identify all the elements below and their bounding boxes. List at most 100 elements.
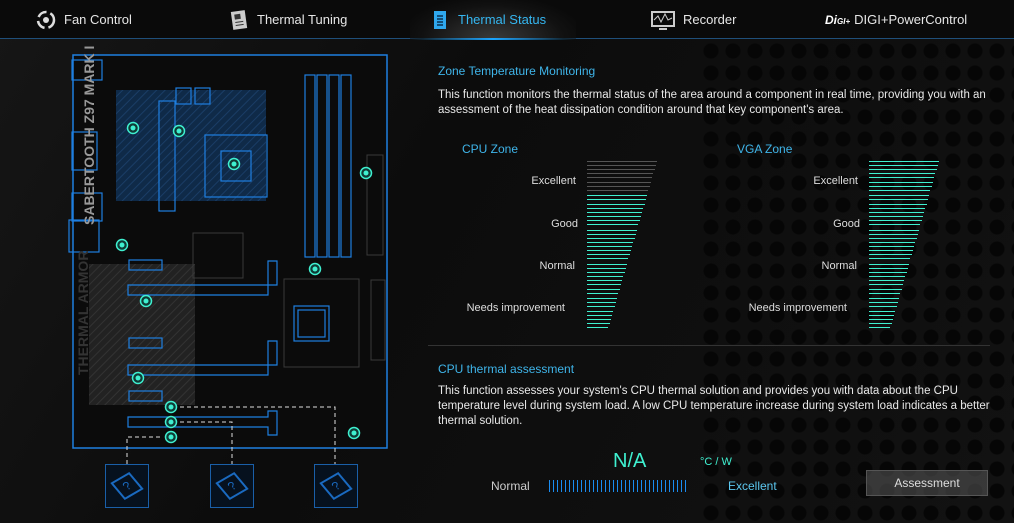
meter-segment	[587, 276, 624, 278]
meter-segment	[869, 318, 893, 320]
perforated-background	[700, 40, 1014, 523]
unknown-drive-icon: ?	[215, 471, 249, 501]
zone-title: Zone Temperature Monitoring	[438, 64, 596, 78]
meter-segment	[587, 207, 644, 209]
unknown-drive-icon: ?	[319, 471, 353, 501]
meter-segment	[869, 177, 934, 179]
meter-segment	[869, 237, 917, 239]
meter-segment	[869, 241, 916, 243]
vga-level-normal: Normal	[821, 260, 857, 272]
sensor-points	[115, 121, 373, 444]
meter-segment	[587, 268, 626, 269]
meter-segment	[869, 298, 899, 300]
assessment-description: This function assesses your system's CPU…	[438, 385, 990, 427]
meter-segment	[587, 189, 649, 191]
meter-segment	[869, 161, 939, 162]
armor-label: THERMAL ARMOR	[75, 251, 91, 375]
meter-segment	[587, 288, 620, 290]
meter-segment	[587, 199, 646, 201]
drive-slot-2[interactable]: ?	[210, 464, 254, 508]
meter-segment	[869, 195, 929, 197]
meter-segment	[587, 292, 619, 294]
meter-segment	[587, 181, 651, 183]
drive-slot-1[interactable]: ?	[105, 464, 149, 508]
vga-level-good: Good	[833, 218, 860, 230]
meter-segment	[869, 292, 901, 294]
fan-icon	[36, 10, 56, 29]
tab-digi-power-control[interactable]: DiGI+ DIGI+PowerControl	[825, 0, 967, 39]
meter-segment	[587, 322, 610, 324]
tab-thermal-status[interactable]: Thermal Status	[410, 0, 576, 40]
meter-segment	[587, 185, 650, 187]
meter-segment	[587, 203, 645, 205]
meter-segment	[587, 280, 622, 282]
meter-segment	[587, 215, 641, 217]
meter-segment	[587, 318, 611, 320]
meter-segment	[869, 207, 926, 209]
meter-segment	[869, 173, 936, 175]
meter-segment	[869, 276, 906, 278]
meter-segment	[869, 302, 898, 304]
meter-segment	[587, 306, 615, 308]
meter-segment	[869, 224, 921, 225]
tab-recorder[interactable]: Recorder	[651, 0, 736, 39]
cpu-level-needs-improvement: Needs improvement	[466, 302, 565, 314]
drive-slot-3[interactable]: ?	[314, 464, 358, 508]
meter-segment	[587, 284, 621, 286]
vga-level-excellent: Excellent	[813, 175, 858, 187]
meter-segment	[869, 199, 928, 201]
meter-segment	[587, 263, 627, 265]
monitor-chart-icon	[651, 10, 675, 30]
document-tuning-icon	[230, 9, 248, 30]
tab-label: Thermal Status	[458, 12, 547, 27]
meter-segment	[869, 165, 938, 167]
meter-segment	[869, 211, 924, 213]
meter-segment	[587, 302, 616, 304]
meter-segment	[587, 161, 657, 162]
meter-segment	[587, 258, 629, 260]
assessment-unit: °C / W	[700, 456, 732, 468]
motherboard-diagram: SABERTOOTH Z97 MARK I THERMAL ARMOR	[68, 46, 388, 465]
tab-label: Thermal Tuning	[257, 12, 348, 27]
meter-segment	[587, 298, 617, 300]
assessment-scale	[549, 480, 689, 492]
meter-segment	[587, 250, 631, 252]
meter-segment	[869, 219, 922, 221]
meter-segment	[869, 263, 909, 265]
vga-level-needs-improvement: Needs improvement	[748, 302, 847, 314]
digi-logo-icon: DiGI+	[825, 12, 851, 27]
board-model-label: SABERTOOTH Z97 MARK I	[81, 46, 97, 225]
meter-segment	[869, 322, 892, 324]
active-tab-indicator	[410, 38, 576, 40]
meter-segment	[587, 237, 635, 239]
assessment-button[interactable]: Assessment	[866, 470, 988, 496]
meter-segment	[587, 326, 609, 328]
meter-segment	[869, 181, 933, 183]
tab-fan-control[interactable]: Fan Control	[36, 0, 132, 39]
tab-label: Fan Control	[64, 12, 132, 27]
meter-segment	[587, 173, 654, 175]
meter-segment	[869, 229, 919, 231]
meter-segment	[869, 254, 912, 256]
meter-segment	[587, 211, 642, 213]
meter-segment	[869, 310, 896, 312]
assessment-title: CPU thermal assessment	[438, 362, 575, 376]
meter-segment	[587, 272, 625, 274]
tab-thermal-tuning[interactable]: Thermal Tuning	[229, 0, 347, 39]
meter-segment	[869, 272, 907, 274]
meter-segment	[869, 233, 918, 235]
tab-label: Recorder	[683, 12, 737, 27]
meter-segment	[869, 280, 904, 282]
meter-segment	[587, 314, 612, 316]
meter-segment	[587, 229, 637, 231]
meter-segment	[869, 268, 908, 269]
meter-segment	[587, 246, 632, 247]
cpu-level-normal: Normal	[539, 260, 575, 272]
unknown-drive-icon: ?	[110, 471, 144, 501]
cpu-level-good: Good	[551, 218, 578, 230]
document-status-icon	[434, 10, 446, 29]
meter-segment	[587, 177, 652, 179]
meter-segment	[587, 310, 614, 312]
zone-description: This function monitors the thermal statu…	[438, 89, 986, 116]
meter-segment	[587, 254, 630, 256]
